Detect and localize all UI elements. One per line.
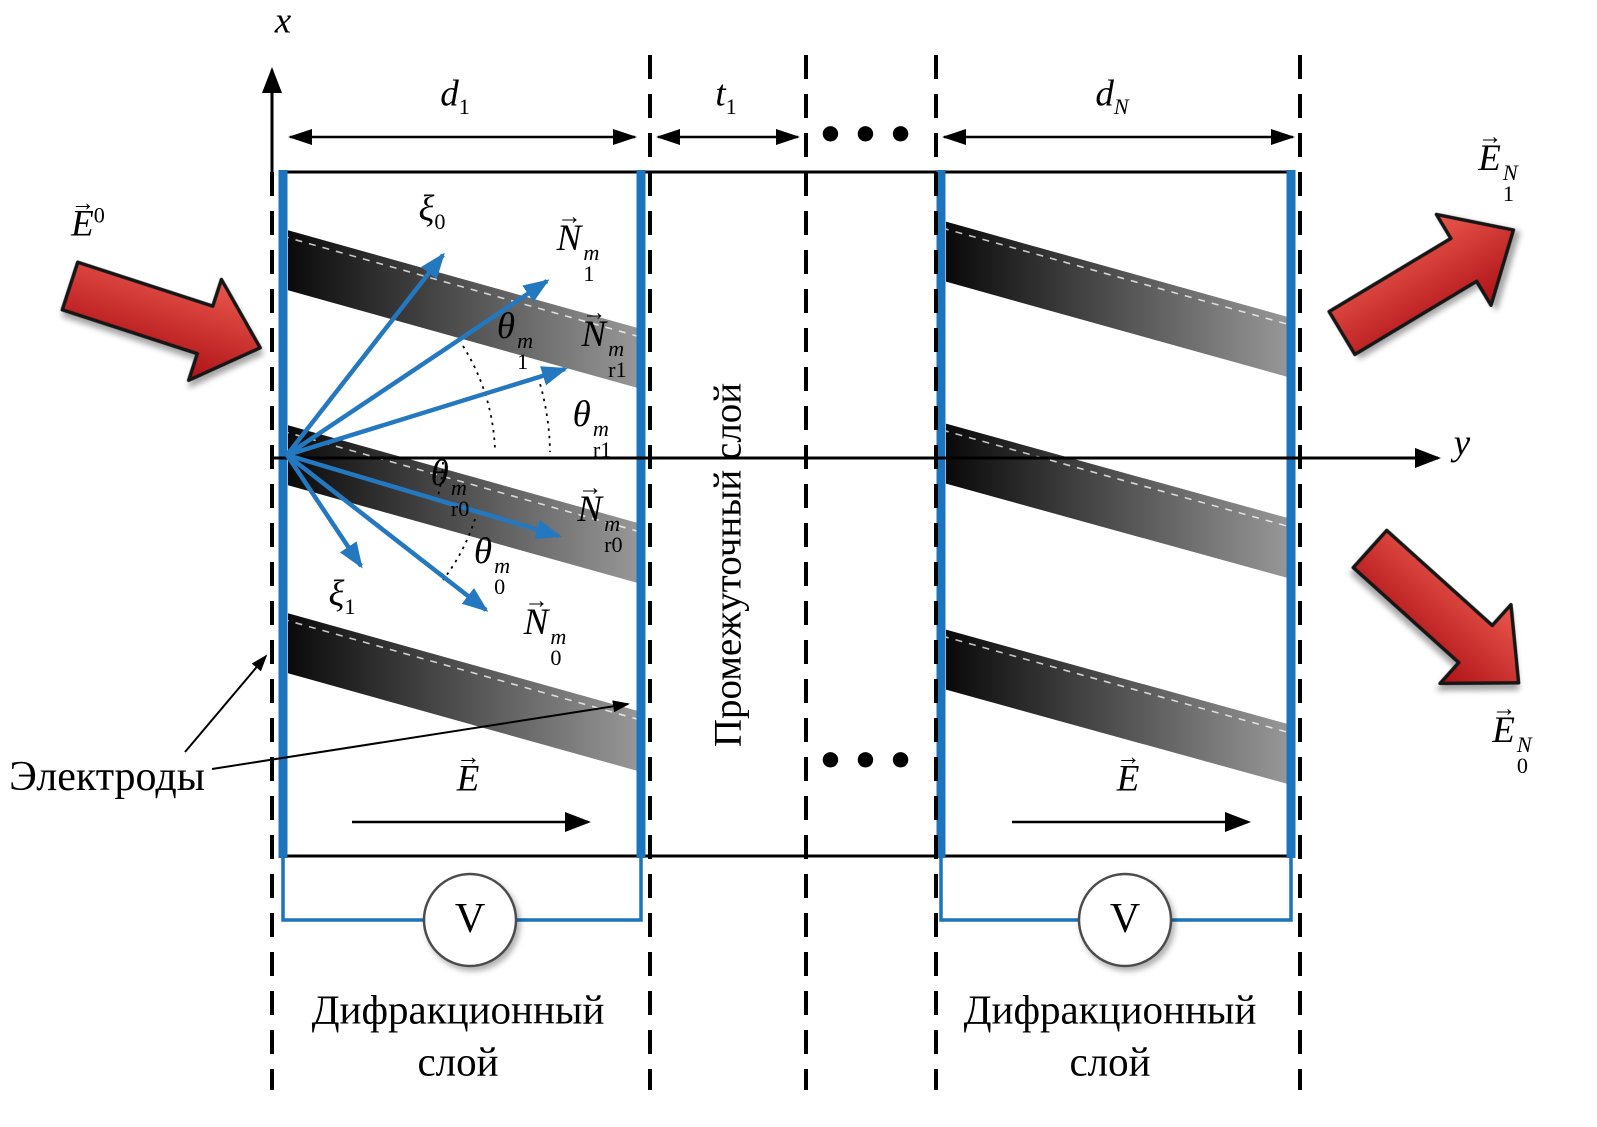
xi0-label: ξ0 [418, 188, 446, 235]
grating-stripe [946, 423, 1287, 578]
voltmeter-circuit-right [939, 856, 1293, 968]
grating-layer-n [946, 221, 1287, 784]
intermediate-layer-label: Промежуточный слой [706, 382, 750, 748]
electrode-pointer-right [211, 700, 630, 770]
voltmeter-circuit-left [281, 856, 643, 968]
dimension-label-d1: d1 [440, 73, 470, 120]
dimension-label-dN: dN [1095, 73, 1129, 120]
diffraction-layer-label-1-line1: Дифракционный [311, 986, 605, 1033]
vector-N0 [285, 453, 489, 612]
voltmeter-circle-left [422, 872, 518, 968]
wire [516, 856, 643, 922]
voltmeter-label-right: V [1109, 895, 1141, 942]
e-field-label-left: →E [456, 743, 481, 800]
angle-arc-theta-r1 [537, 376, 551, 453]
vector-Nr1 [286, 366, 568, 458]
grating-stripe [288, 613, 638, 772]
grating-stripe [288, 425, 638, 584]
angle-arc-theta1 [462, 345, 496, 451]
grating-stripe [946, 629, 1287, 784]
output-beam-arrow-top [1312, 182, 1543, 381]
grating-stripe [288, 230, 638, 389]
grating-layer-1 [288, 230, 638, 772]
x-axis-label: x [274, 0, 292, 42]
diffraction-layer-label-2-line2: слой [1069, 1038, 1151, 1085]
stripe-highlight [946, 636, 1287, 733]
electrodes-label: Электроды [9, 753, 205, 800]
vector-xi0 [285, 252, 445, 457]
dimension-label-t1: t1 [715, 73, 737, 120]
voltmeter-label-left: V [454, 895, 486, 942]
diffraction-layer-label-2-line1: Дифракционный [963, 986, 1257, 1033]
stripe-highlight [288, 431, 638, 533]
wire [281, 856, 424, 922]
voltmeter-circle-right [1077, 872, 1173, 968]
grating-stripe [946, 221, 1287, 377]
wave-vectors [285, 252, 568, 612]
output-beam-arrow-bottom [1332, 507, 1556, 724]
ellipsis-top: ••• [816, 109, 922, 161]
y-axis-label: y [1453, 422, 1471, 464]
angle-arc-theta-r0 [434, 461, 444, 507]
incident-beam-arrow [51, 233, 279, 400]
ellipsis-middle: ••• [816, 735, 922, 787]
wire [939, 856, 1079, 922]
vector-N1 [285, 279, 550, 457]
electrode-pointer-left [184, 654, 268, 753]
vector-Nr0 [286, 452, 562, 540]
e-field-label-right: →E [1116, 743, 1141, 800]
stripe-highlight [946, 228, 1287, 325]
xi1-label: ξ1 [328, 573, 356, 620]
incident-wave-label: →E0 [70, 189, 105, 245]
stripe-highlight [288, 236, 638, 338]
wire [1171, 856, 1293, 922]
vector-xi1 [285, 453, 363, 569]
stripe-highlight [288, 619, 638, 721]
diffraction-layer-label-1-line2: слой [417, 1038, 499, 1085]
stripe-highlight [946, 430, 1287, 527]
